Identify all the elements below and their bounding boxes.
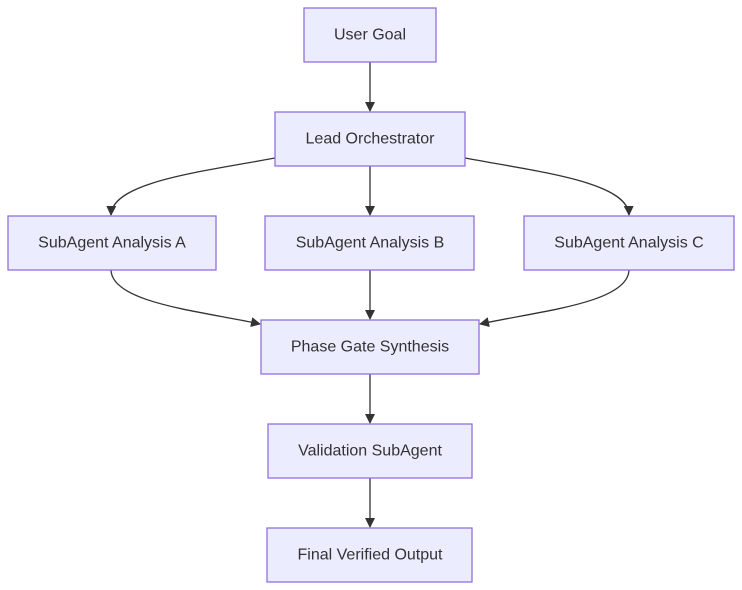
node-subagent-analysis-c-label: SubAgent Analysis C xyxy=(554,235,703,252)
node-user-goal-label: User Goal xyxy=(334,27,406,44)
node-phase-gate-synthesis-label: Phase Gate Synthesis xyxy=(291,339,449,356)
node-validation-subagent-label: Validation SubAgent xyxy=(298,443,442,460)
node-final-verified-output: Final Verified Output xyxy=(266,527,473,583)
node-phase-gate-synthesis: Phase Gate Synthesis xyxy=(260,319,480,375)
node-final-verified-output-label: Final Verified Output xyxy=(298,547,444,564)
node-lead-orchestrator: Lead Orchestrator xyxy=(274,111,466,167)
node-subagent-analysis-a-label: SubAgent Analysis A xyxy=(38,235,186,252)
edge-subagent-c-to-phase-gate xyxy=(479,269,630,327)
edges xyxy=(106,62,634,528)
node-user-goal: User Goal xyxy=(303,7,437,63)
edge-lead-orchestrator-to-subagent-a xyxy=(106,157,276,216)
node-subagent-analysis-b: SubAgent Analysis B xyxy=(264,215,475,271)
edge-lead-orchestrator-to-subagent-c xyxy=(464,157,634,216)
node-subagent-analysis-a: SubAgent Analysis A xyxy=(7,215,217,271)
node-validation-subagent: Validation SubAgent xyxy=(267,423,473,479)
node-lead-orchestrator-label: Lead Orchestrator xyxy=(306,131,436,148)
edge-subagent-a-to-phase-gate xyxy=(110,269,261,327)
node-subagent-analysis-b-label: SubAgent Analysis B xyxy=(296,235,445,252)
node-subagent-analysis-c: SubAgent Analysis C xyxy=(523,215,735,271)
